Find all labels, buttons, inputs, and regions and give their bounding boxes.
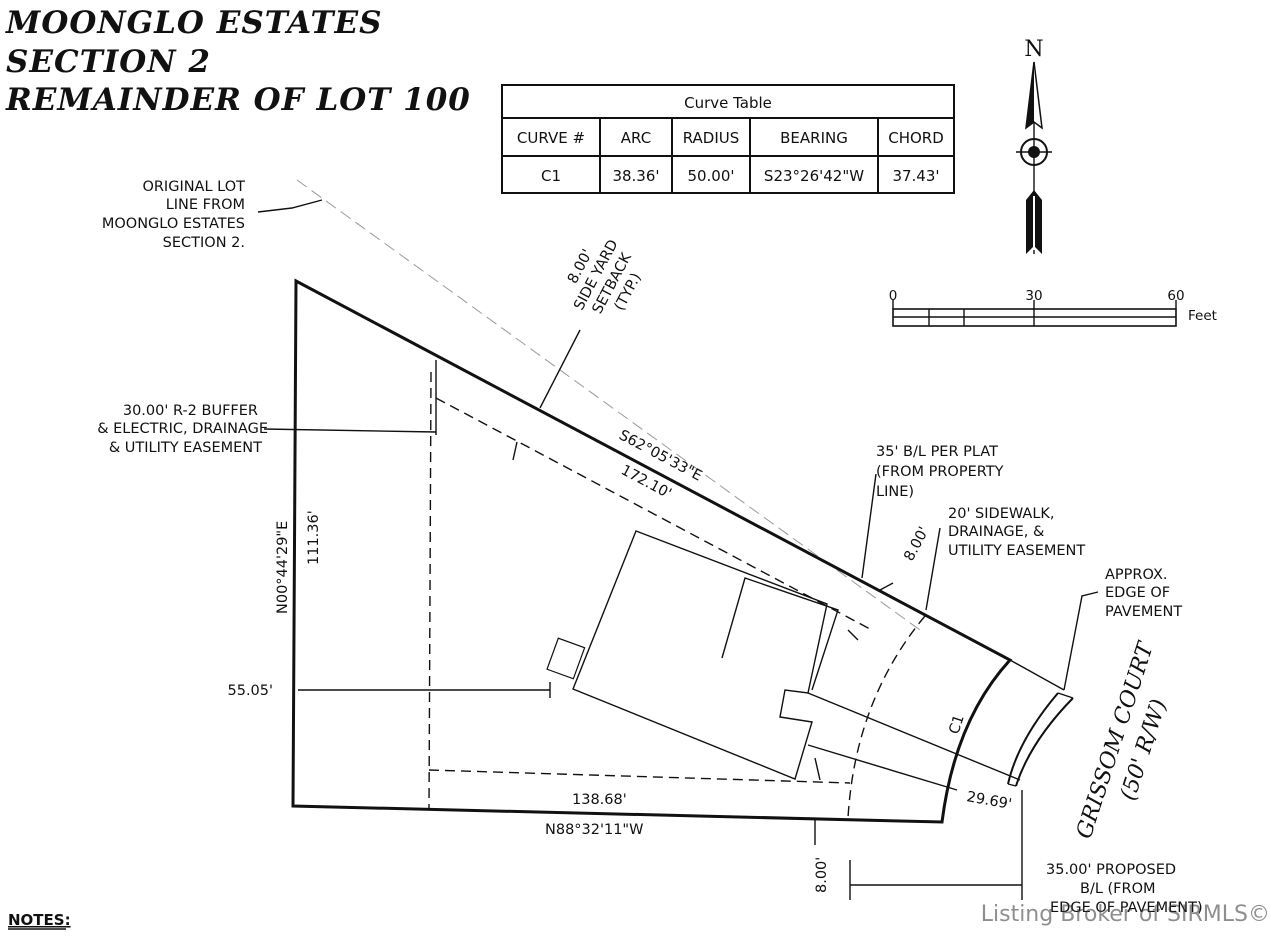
edge-of-pavement [1007, 692, 1074, 787]
edge-label-2: EDGE OF [1105, 585, 1170, 601]
dim-8-right: 8.00' [901, 524, 932, 564]
curve-table-header-radius: RADIUS [683, 129, 740, 147]
original-lot-line [296, 179, 921, 631]
original-lot-line-label-1: ORIGINAL LOT [142, 179, 245, 195]
title-line-3: REMAINDER OF LOT 100 [5, 82, 471, 118]
curve-table-header-curve: CURVE # [517, 129, 585, 147]
north-arrow-icon: N [1016, 37, 1052, 254]
scale-tick-0: 0 [889, 288, 898, 304]
leader-lines [257, 199, 1099, 900]
curve-table: Curve Table CURVE # ARC RADIUS BEARING C… [501, 84, 955, 194]
proposed-bl-label-3: EDGE OF PAVEMENT) [1050, 900, 1203, 916]
edge-label-1: APPROX. [1105, 567, 1168, 583]
callout-side-yard-setback: 8.00' SIDE YARD SETBACK (TYP.) [565, 237, 645, 316]
setback-55-label: 55.05' [228, 683, 274, 699]
north-label: N [1024, 37, 1043, 62]
proposed-building-line [847, 615, 926, 819]
south-line-distance: 138.68' [572, 792, 627, 808]
original-lot-line-label-4: SECTION 2. [163, 235, 245, 251]
bl-per-plat-label-2: (FROM PROPERTY [876, 464, 1004, 480]
dim-8-bottom: 8.00' [814, 857, 830, 893]
callout-proposed-bl: 35.00' PROPOSED B/L (FROM EDGE OF PAVEME… [1046, 862, 1203, 916]
dim-29-label: 29.69' [965, 789, 1013, 813]
curve-table-cell-radius: 50.00' [687, 167, 734, 185]
west-line-bearing: N00°44'29"E [275, 521, 291, 614]
title-line-2: SECTION 2 [6, 44, 211, 80]
rear-setback-line [428, 769, 851, 784]
buffer-label-1: 30.00' R-2 BUFFER [123, 403, 258, 419]
side-yard-setback-line [435, 397, 871, 630]
curve-table-caption: Curve Table [684, 94, 772, 112]
curve-label-c1: C1 [947, 713, 968, 736]
scale-unit: Feet [1188, 308, 1217, 324]
callout-buffer: 30.00' R-2 BUFFER & ELECTRIC, DRAINAGE &… [97, 403, 268, 456]
lot-boundary [291, 278, 1013, 824]
street-name: GRISSOM COURT (50' R/W) [1072, 638, 1172, 842]
south-line-bearing: N88°32'11"W [545, 822, 643, 838]
west-line-distance: 111.36' [306, 510, 322, 565]
curve-table-header-bearing: BEARING [780, 129, 848, 147]
original-lot-line-label-3: MOONGLO ESTATES [102, 216, 245, 232]
notes-heading: NOTES: [8, 911, 71, 929]
sidewalk-label-1: 20' SIDEWALK, [948, 506, 1055, 522]
curve-table-cell-curve: C1 [541, 167, 561, 185]
title-line-1: MOONGLO ESTATES [5, 5, 383, 41]
bl-per-plat-label-1: 35' B/L PER PLAT [876, 444, 998, 460]
scale-tick-60: 60 [1167, 288, 1184, 304]
curve-table-cell-bearing: S23°26'42"W [764, 167, 864, 185]
listing-watermark: Listing Broker of SIRMLS© [981, 902, 1270, 927]
buffer-label-3: & UTILITY EASEMENT [109, 440, 262, 456]
bl-per-plat-label-3: LINE) [876, 484, 914, 500]
buffer-label-2: & ELECTRIC, DRAINAGE [97, 421, 268, 437]
proposed-bl-label-1: 35.00' PROPOSED [1046, 862, 1176, 878]
original-lot-line-label-2: LINE FROM [166, 197, 245, 213]
scale-tick-30: 30 [1025, 288, 1042, 304]
driveway [807, 659, 1065, 781]
callout-sidewalk-easement: 20' SIDEWALK, DRAINAGE, & UTILITY EASEME… [948, 506, 1085, 559]
curve-table-cell-arc: 38.36' [612, 167, 659, 185]
callout-bl-per-plat: 35' B/L PER PLAT (FROM PROPERTY LINE) [876, 444, 1004, 500]
sidewalk-label-3: UTILITY EASEMENT [948, 543, 1085, 559]
proposed-bl-label-2: B/L (FROM [1080, 881, 1156, 897]
plat-title: MOONGLO ESTATES SECTION 2 REMAINDER OF L… [5, 5, 471, 118]
curve-table-header-chord: CHORD [888, 129, 944, 147]
edge-label-3: PAVEMENT [1105, 604, 1182, 620]
sidewalk-label-2: DRAINAGE, & [948, 524, 1044, 540]
house-footprint [546, 530, 839, 780]
curve-table-header-arc: ARC [621, 129, 651, 147]
scale-bar: 0 30 60 Feet [889, 288, 1217, 327]
callout-original-lot-line: ORIGINAL LOT LINE FROM MOONGLO ESTATES S… [102, 179, 245, 251]
callout-edge-of-pavement: APPROX. EDGE OF PAVEMENT [1105, 567, 1182, 620]
buffer-line [428, 371, 432, 809]
curve-table-cell-chord: 37.43' [892, 167, 939, 185]
